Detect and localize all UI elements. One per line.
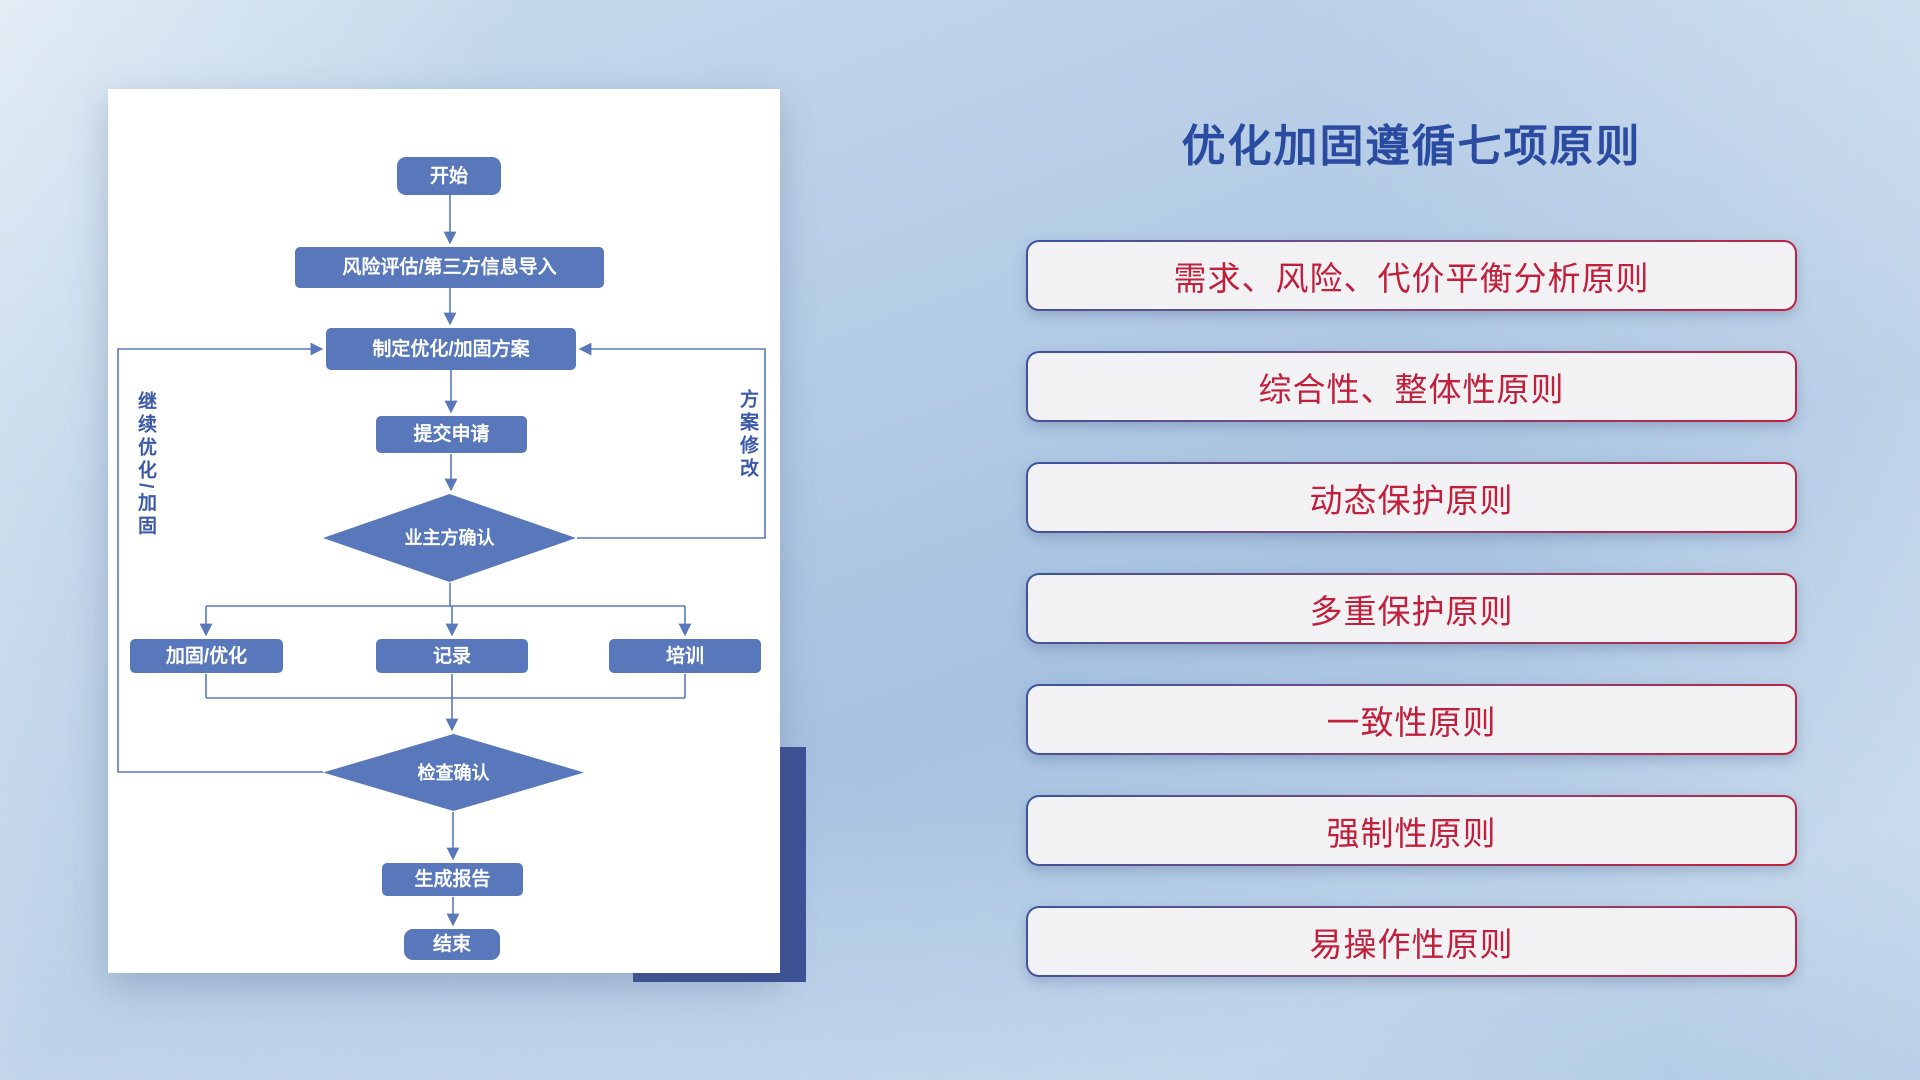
flow-connectors (117, 195, 766, 927)
principle-card: 一致性原则 (1026, 684, 1797, 755)
flow-node-end: 结束 (404, 929, 500, 960)
loop-label-continue-optimize: 继续优化/加固 (135, 391, 156, 539)
flow-node-reinforce-optimize: 加固/优化 (130, 639, 283, 673)
principle-label: 多重保护原则 (1028, 575, 1795, 642)
flow-node-make-plan: 制定优化/加固方案 (326, 328, 576, 370)
flowchart-card: 开始 风险评估/第三方信息导入 制定优化/加固方案 提交申请 业主方确认 加固/… (108, 89, 780, 973)
flow-node-submit-label: 提交申请 (413, 424, 490, 445)
flow-node-end-label: 结束 (432, 934, 471, 955)
flow-node-record: 记录 (376, 639, 528, 673)
flow-node-training: 培训 (609, 639, 761, 673)
principle-label: 一致性原则 (1028, 686, 1795, 753)
principle-label: 综合性、整体性原则 (1028, 353, 1795, 420)
flow-node-risk-import-label: 风险评估/第三方信息导入 (342, 257, 557, 278)
flow-node-reinforce-optimize-label: 加固/优化 (165, 645, 248, 667)
loop-label-plan-revision: 方案修改 (737, 389, 758, 481)
principle-card: 动态保护原则 (1026, 462, 1797, 533)
principles-title: 优化加固遵循七项原则 (1181, 122, 1642, 171)
flow-node-generate-report-label: 生成报告 (414, 869, 491, 890)
flow-node-training-label: 培训 (665, 645, 704, 667)
flow-node-submit: 提交申请 (376, 416, 527, 453)
flow-decision-check-confirm-label: 检查确认 (417, 762, 490, 783)
principles-list: 需求、风险、代价平衡分析原则 综合性、整体性原则 动态保护原则 多重保护原则 一… (1026, 240, 1797, 977)
principle-card: 多重保护原则 (1026, 573, 1797, 644)
flow-node-start: 开始 (397, 157, 501, 195)
flow-decision-owner-confirm-label: 业主方确认 (404, 528, 495, 548)
principle-label: 需求、风险、代价平衡分析原则 (1028, 242, 1795, 309)
flow-node-make-plan-label: 制定优化/加固方案 (372, 338, 530, 360)
principle-card: 强制性原则 (1026, 795, 1797, 866)
flow-node-generate-report: 生成报告 (382, 863, 523, 896)
principle-label: 强制性原则 (1028, 797, 1795, 864)
principle-card: 需求、风险、代价平衡分析原则 (1026, 240, 1797, 311)
principle-label: 易操作性原则 (1028, 908, 1795, 975)
flow-node-risk-import: 风险评估/第三方信息导入 (295, 247, 604, 288)
flow-node-start-label: 开始 (429, 165, 468, 187)
flow-node-record-label: 记录 (432, 645, 471, 667)
principle-label: 动态保护原则 (1028, 464, 1795, 531)
principle-card: 综合性、整体性原则 (1026, 351, 1797, 422)
principle-card: 易操作性原则 (1026, 906, 1797, 977)
